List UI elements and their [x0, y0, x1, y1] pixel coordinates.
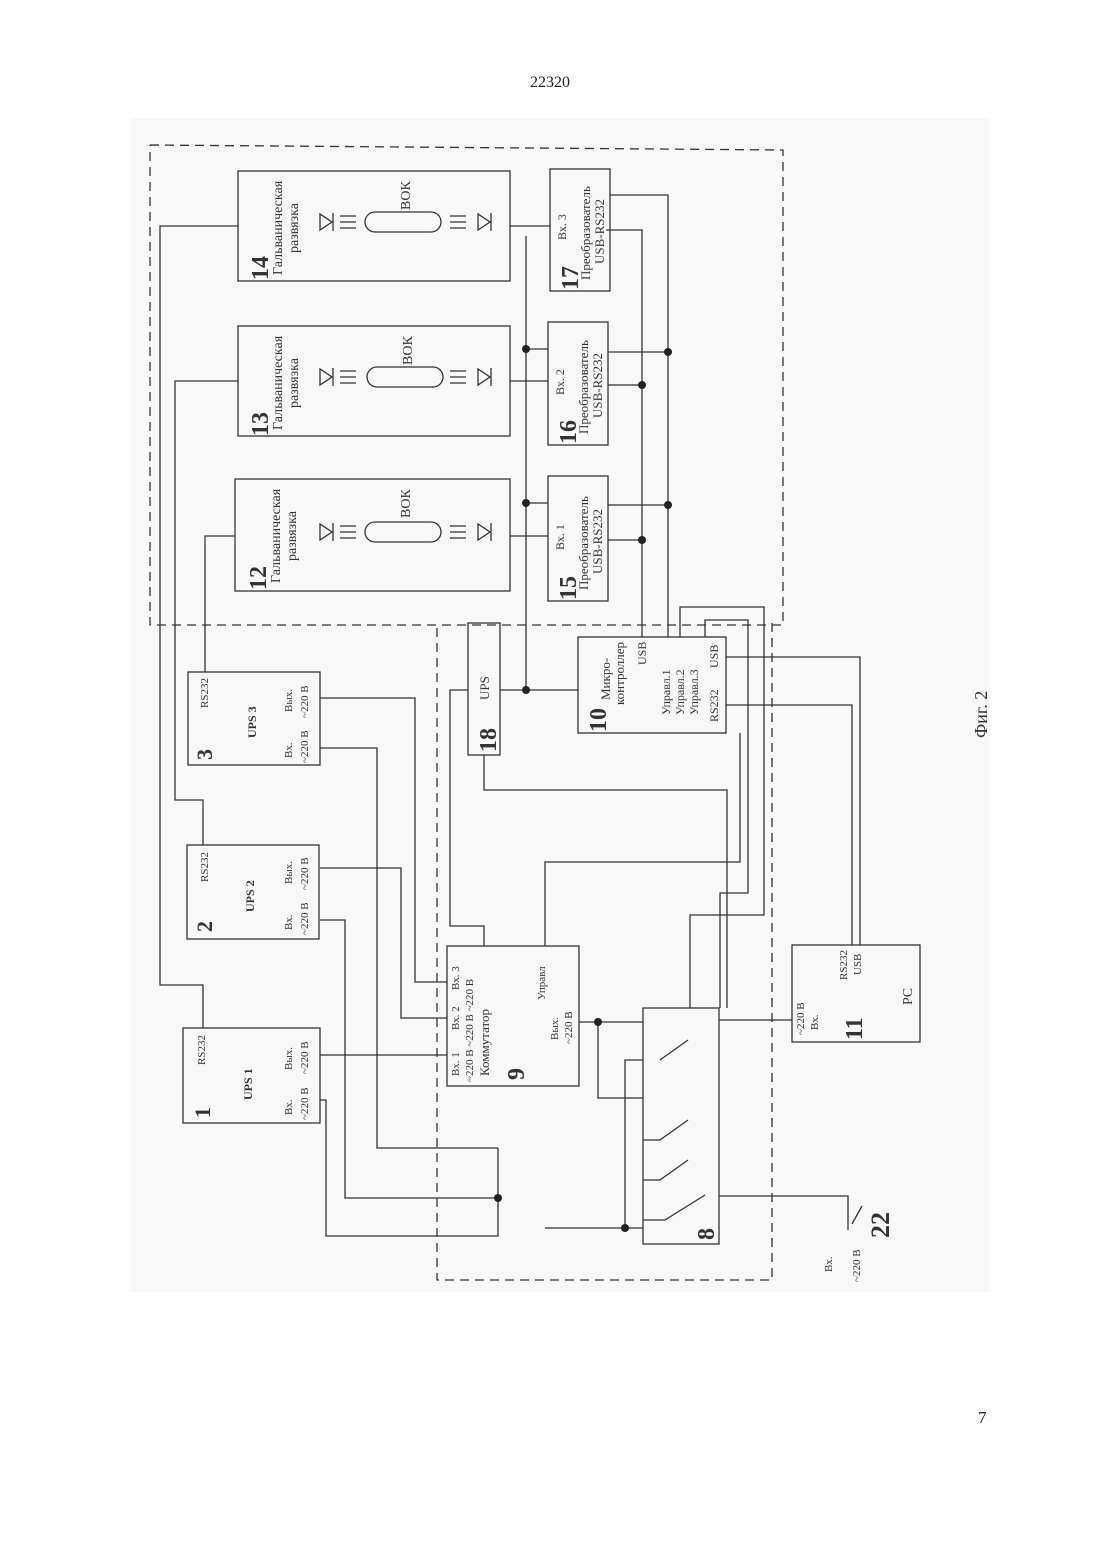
- block-11-usb: USB: [852, 954, 864, 975]
- block-9-in3: Вх. 3: [450, 966, 462, 990]
- block-2-out: Вых.: [283, 861, 295, 884]
- block-2-port: RS232: [199, 852, 211, 882]
- block-22-in-v: ~220 В: [851, 1249, 863, 1282]
- block-15-input: Вх. 1: [553, 524, 567, 550]
- block-1-number: 1: [190, 1107, 215, 1118]
- block-12-title-1: Гальваническая: [269, 488, 284, 583]
- block-1-in: Вх.: [283, 1099, 295, 1115]
- block-11-number: 11: [842, 1017, 868, 1040]
- block-9-in-v: ~220 В ~220 В ~220 В: [464, 979, 476, 1082]
- block-22-in: Вх.: [823, 1256, 835, 1272]
- block-9-number: 9: [504, 1068, 530, 1080]
- block-3-port: RS232: [199, 678, 211, 708]
- block-3-in-v: ~220 В: [299, 730, 311, 763]
- block-10-usb-bottom: USB: [707, 645, 721, 668]
- block-15-title-2: USB-RS232: [590, 509, 605, 574]
- block-16-input: Вх. 2: [553, 369, 567, 395]
- block-10-title-2: контроллер: [612, 642, 627, 705]
- block-15-title-1: Преобразователь: [576, 496, 591, 590]
- block-18-number: 18: [476, 728, 502, 752]
- block-10-title-1: Микро-: [598, 658, 613, 700]
- block-13-title-1: Гальваническая: [271, 335, 286, 430]
- block-9-in1: Вх. 1: [450, 1052, 462, 1076]
- block-9-in2: Вх. 2: [450, 1006, 462, 1030]
- block-11-in: Вх.: [809, 1014, 821, 1030]
- block-13-fiber-label: ВОК: [401, 336, 416, 365]
- block-10-rs232: RS232: [707, 689, 721, 722]
- block-2-number: 2: [192, 921, 217, 932]
- block-11-rs232: RS232: [838, 950, 850, 980]
- block-9-ctrl: Управл: [536, 966, 548, 1000]
- block-16-title-2: USB-RS232: [590, 353, 605, 418]
- block-3-out: Вых.: [283, 689, 295, 712]
- block-10-ctrl2: Управл.2: [673, 669, 687, 715]
- scan-background: [130, 118, 990, 1292]
- block-16-title-1: Преобразователь: [576, 340, 591, 434]
- block-14-fiber-label: ВОК: [399, 181, 414, 210]
- block-12-fiber-label: ВОК: [399, 489, 414, 518]
- block-1-in-v: ~220 В: [299, 1087, 311, 1120]
- block-11-title: PC: [901, 988, 916, 1005]
- block-9-out: Вых.: [549, 1017, 561, 1040]
- block-11-in-v: ~220 В: [795, 1002, 807, 1035]
- block-1-port: RS232: [196, 1035, 208, 1065]
- block-3-number: 3: [192, 749, 217, 760]
- block-10-usb-top: USB: [635, 642, 649, 665]
- block-1-title: UPS 1: [241, 1068, 255, 1100]
- block-14-title-1: Гальваническая: [271, 180, 286, 275]
- block-14-title-2: развязка: [287, 202, 302, 253]
- block-2-in-v: ~220 В: [299, 902, 311, 935]
- block-3-in: Вх.: [283, 742, 295, 758]
- page-number: 7: [978, 1408, 987, 1428]
- block-17-input: Вх. 3: [555, 214, 569, 240]
- figure-caption: Фиг. 2: [971, 691, 991, 738]
- block-10-number: 10: [586, 708, 612, 732]
- block-1-out: Вых.: [283, 1047, 295, 1070]
- block-9-title: Коммутатор: [477, 1009, 492, 1076]
- block-3-out-v: ~220 В: [299, 685, 311, 718]
- block-8-number: 8: [694, 1228, 720, 1240]
- block-2-in: Вх.: [283, 914, 295, 930]
- block-3-title: UPS 3: [245, 706, 259, 738]
- block-10-ctrl3: Управл.3: [687, 669, 701, 715]
- block-12-title-2: развязка: [285, 510, 300, 561]
- block-22-number: 22: [866, 1212, 895, 1238]
- block-1-out-v: ~220 В: [299, 1041, 311, 1074]
- block-9-out-v: ~220 В: [563, 1011, 575, 1044]
- block-13-title-2: развязка: [287, 357, 302, 408]
- block-18-title: UPS: [477, 676, 492, 700]
- block-17-title-1: Преобразователь: [578, 186, 593, 280]
- block-2-out-v: ~220 В: [299, 857, 311, 890]
- block-17-title-2: USB-RS232: [592, 199, 607, 264]
- block-2-title: UPS 2: [243, 880, 257, 912]
- block-10-ctrl1: Управл.1: [659, 669, 673, 715]
